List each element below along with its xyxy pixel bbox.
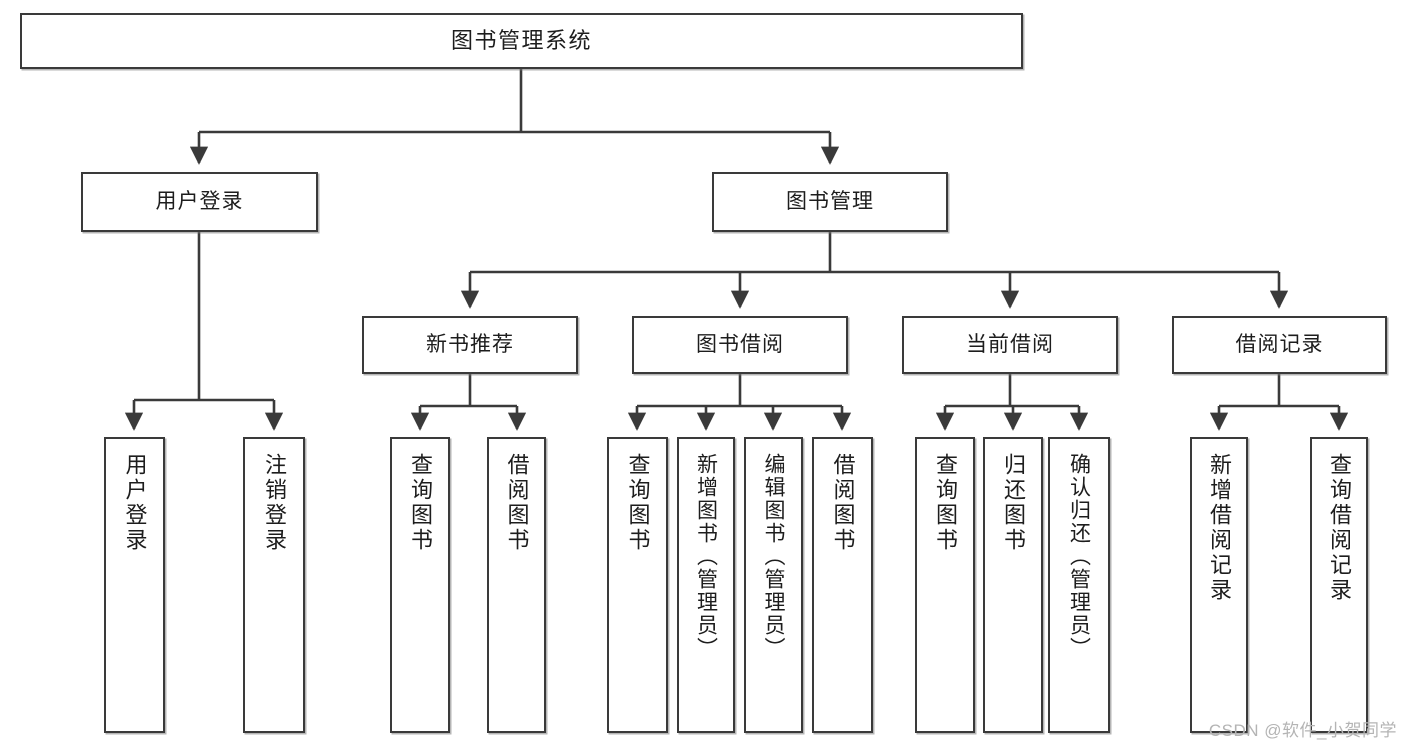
node-leaf-edit-book[interactable]: 编辑图书（管理员）: [744, 437, 803, 733]
node-current-borrow-label: 当前借阅: [966, 332, 1054, 356]
node-leaf-add-record-label: 新增借阅记录: [1207, 453, 1232, 603]
node-book-manage-label: 图书管理: [786, 189, 874, 213]
node-borrow-record-label: 借阅记录: [1235, 332, 1324, 356]
node-user-login-label: 用户登录: [155, 189, 244, 213]
node-leaf-query-book-2[interactable]: 查询图书: [607, 437, 668, 733]
node-new-book-rec-label: 新书推荐: [426, 332, 514, 356]
node-leaf-borrow-book-1-label: 借阅图书: [504, 453, 530, 553]
node-leaf-query-record-label: 查询借阅记录: [1327, 453, 1352, 603]
node-book-borrow[interactable]: 图书借阅: [632, 316, 848, 374]
node-leaf-edit-book-label: 编辑图书（管理员）: [762, 453, 785, 660]
node-user-login[interactable]: 用户登录: [81, 172, 318, 232]
node-leaf-query-book-1[interactable]: 查询图书: [390, 437, 450, 733]
node-leaf-add-record[interactable]: 新增借阅记录: [1190, 437, 1248, 733]
node-leaf-logout[interactable]: 注销登录: [243, 437, 305, 733]
node-leaf-query-record[interactable]: 查询借阅记录: [1310, 437, 1368, 733]
node-leaf-user-login-label: 用户登录: [122, 453, 148, 553]
node-leaf-logout-label: 注销登录: [262, 453, 287, 553]
node-leaf-add-book-label: 新增图书（管理员）: [694, 453, 718, 660]
node-book-borrow-label: 图书借阅: [696, 332, 784, 356]
node-leaf-user-login[interactable]: 用户登录: [104, 437, 165, 733]
node-new-book-rec[interactable]: 新书推荐: [362, 316, 578, 374]
node-leaf-return-book-label: 归还图书: [1001, 453, 1026, 553]
watermark: CSDN @软件_小贺同学: [1208, 721, 1397, 740]
node-leaf-return-book[interactable]: 归还图书: [983, 437, 1043, 733]
node-root[interactable]: 图书管理系统: [20, 13, 1023, 69]
node-leaf-borrow-book-2-label: 借阅图书: [830, 453, 856, 553]
node-leaf-query-book-3-label: 查询图书: [933, 453, 958, 553]
node-leaf-borrow-book-1[interactable]: 借阅图书: [487, 437, 546, 733]
node-root-label: 图书管理系统: [450, 28, 592, 54]
node-leaf-query-book-1-label: 查询图书: [408, 453, 433, 553]
node-current-borrow[interactable]: 当前借阅: [902, 316, 1118, 374]
node-leaf-query-book-3[interactable]: 查询图书: [915, 437, 975, 733]
node-leaf-query-book-2-label: 查询图书: [625, 453, 651, 553]
node-leaf-add-book[interactable]: 新增图书（管理员）: [677, 437, 735, 733]
node-borrow-record[interactable]: 借阅记录: [1172, 316, 1387, 374]
node-book-manage[interactable]: 图书管理: [712, 172, 948, 232]
node-leaf-confirm-return[interactable]: 确认归还（管理员）: [1048, 437, 1110, 733]
node-leaf-borrow-book-2[interactable]: 借阅图书: [812, 437, 873, 733]
node-leaf-confirm-return-label: 确认归还（管理员）: [1067, 453, 1091, 660]
